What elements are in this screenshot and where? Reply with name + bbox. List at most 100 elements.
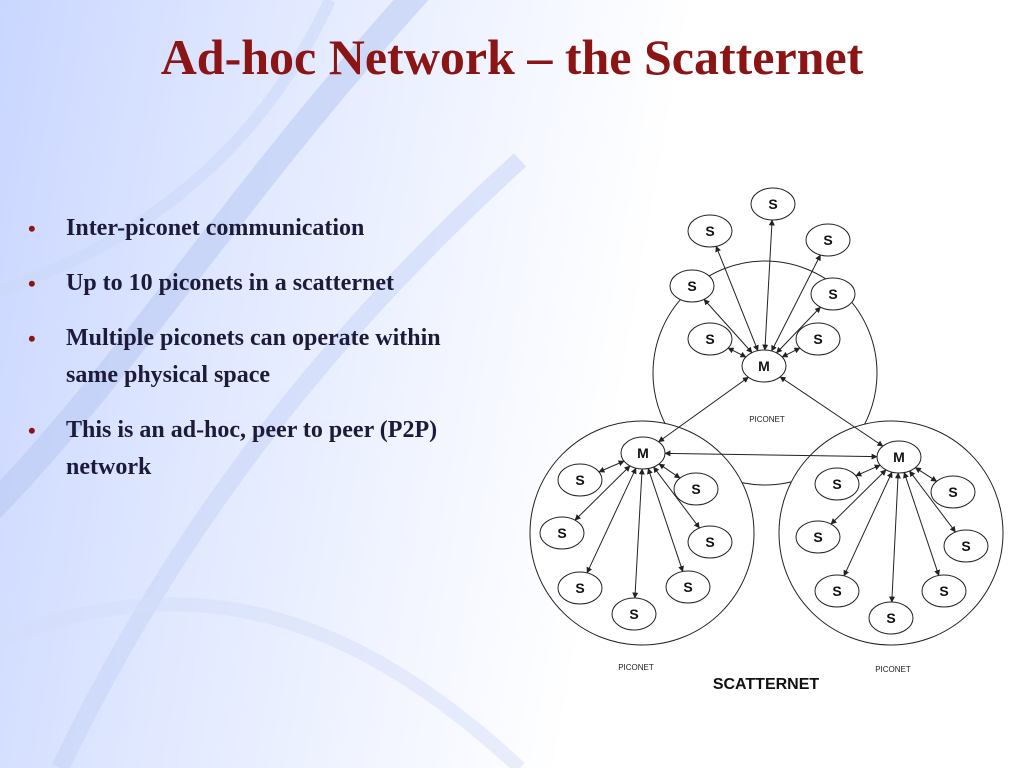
- bullet-list: • Inter-piconet communication • Up to 10 p…: [28, 210, 488, 504]
- slave-node-shape: [557, 463, 603, 497]
- bullet-text: Inter-piconet communication: [66, 215, 365, 241]
- slave-node-label: S: [691, 481, 700, 497]
- master-node: M: [741, 349, 787, 383]
- slave-node-label: S: [823, 232, 832, 248]
- inter-piconet-link: [658, 376, 749, 443]
- slave-node: S: [814, 574, 860, 608]
- slave-node: S: [669, 269, 715, 303]
- master-slave-link: [889, 472, 901, 603]
- slave-node-label: S: [832, 583, 841, 599]
- piconet-label: PICONET: [875, 665, 911, 674]
- master-slave-link: [781, 347, 801, 358]
- slave-node: S: [611, 597, 657, 631]
- slave-node: S: [539, 516, 585, 550]
- slave-node: S: [805, 223, 851, 257]
- scatternet-diagram: PICONET PICONET PICONET M S S S S S S S M S S S S S S S M S S…: [529, 187, 1004, 693]
- slave-node-label: S: [832, 476, 841, 492]
- slave-node: S: [673, 472, 719, 506]
- slave-node-shape: [557, 571, 603, 605]
- slave-node-label: S: [705, 223, 714, 239]
- master-node-label: M: [893, 449, 905, 465]
- diagram-caption: SCATTERNET: [713, 676, 820, 693]
- slave-node: S: [810, 277, 856, 311]
- slave-node-shape: [814, 467, 860, 501]
- slave-node-label: S: [705, 331, 714, 347]
- slave-node-shape: [930, 475, 976, 509]
- slave-node-label: S: [687, 278, 696, 294]
- slave-node-shape: [673, 472, 719, 506]
- piconet-label: PICONET: [618, 663, 654, 672]
- slave-node-label: S: [813, 529, 822, 545]
- master-node-shape: [741, 349, 787, 383]
- slave-node-shape: [665, 570, 711, 604]
- slave-node-shape: [669, 269, 715, 303]
- master-slave-link: [586, 467, 637, 574]
- slave-node-label: S: [961, 538, 970, 554]
- master-node: M: [620, 436, 666, 470]
- slave-node-label: S: [886, 610, 895, 626]
- master-slave-link: [703, 298, 753, 354]
- slave-node-shape: [687, 214, 733, 248]
- slave-node-label: S: [939, 583, 948, 599]
- master-slave-link: [843, 471, 893, 577]
- slave-node-shape: [814, 574, 860, 608]
- bullet-item: • This is an ad-hoc, peer to peer (P2P) n…: [28, 412, 488, 486]
- slave-node: S: [930, 475, 976, 509]
- slave-node: S: [687, 525, 733, 559]
- slave-node-label: S: [948, 484, 957, 500]
- bullet-dot-icon: •: [28, 216, 36, 241]
- slave-node-label: S: [813, 331, 822, 347]
- slave-node: S: [921, 574, 967, 608]
- master-node-label: M: [637, 445, 649, 461]
- bullet-item: • Multiple piconets can operate within sa…: [28, 320, 488, 394]
- slave-node-label: S: [683, 579, 692, 595]
- slave-node-label: S: [828, 286, 837, 302]
- bullet-dot-icon: •: [28, 418, 36, 443]
- slave-node-shape: [810, 277, 856, 311]
- slave-node-shape: [687, 525, 733, 559]
- master-node-shape: [876, 440, 922, 474]
- master-slave-link: [727, 347, 747, 358]
- master-slave-link: [776, 306, 821, 354]
- bullet-item: • Up to 10 piconets in a scatternet: [28, 265, 488, 302]
- bullet-dot-icon: •: [28, 326, 36, 351]
- slave-node-shape: [795, 322, 841, 356]
- slave-node: S: [943, 529, 989, 563]
- piconet-label: PICONET: [749, 415, 785, 424]
- slave-node-shape: [943, 529, 989, 563]
- slave-node: S: [795, 322, 841, 356]
- slave-node-shape: [687, 322, 733, 356]
- slave-node: S: [795, 520, 841, 554]
- bullet-dot-icon: •: [28, 271, 36, 296]
- bullet-text: This is an ad-hoc, peer to peer (P2P) ne…: [66, 417, 438, 480]
- slave-node-label: S: [629, 606, 638, 622]
- slave-node-shape: [868, 601, 914, 635]
- slave-node-shape: [611, 597, 657, 631]
- bullet-text: Multiple piconets can operate within sam…: [66, 325, 441, 388]
- slave-node: S: [814, 467, 860, 501]
- slave-node-shape: [921, 574, 967, 608]
- slave-node: S: [665, 570, 711, 604]
- slide-title: Ad-hoc Network – the Scatternet: [160, 29, 864, 85]
- slave-node: S: [868, 601, 914, 635]
- inter-piconet-link: [779, 376, 884, 447]
- master-node: M: [876, 440, 922, 474]
- master-slave-link: [903, 471, 940, 577]
- slave-node-shape: [795, 520, 841, 554]
- slave-node-shape: [750, 187, 796, 221]
- inter-piconet-link: [664, 450, 878, 460]
- master-node-label: M: [758, 358, 770, 374]
- slave-node: S: [557, 463, 603, 497]
- bullet-text: Up to 10 piconets in a scatternet: [66, 270, 394, 296]
- slave-node: S: [750, 187, 796, 221]
- bullet-item: • Inter-piconet communication: [28, 210, 488, 247]
- slave-node-label: S: [575, 472, 584, 488]
- slave-node-label: S: [575, 580, 584, 596]
- slave-node: S: [687, 214, 733, 248]
- slave-node-shape: [805, 223, 851, 257]
- slave-node-label: S: [557, 525, 566, 541]
- slave-node-label: S: [768, 196, 777, 212]
- slave-node-label: S: [705, 534, 714, 550]
- slave-node: S: [687, 322, 733, 356]
